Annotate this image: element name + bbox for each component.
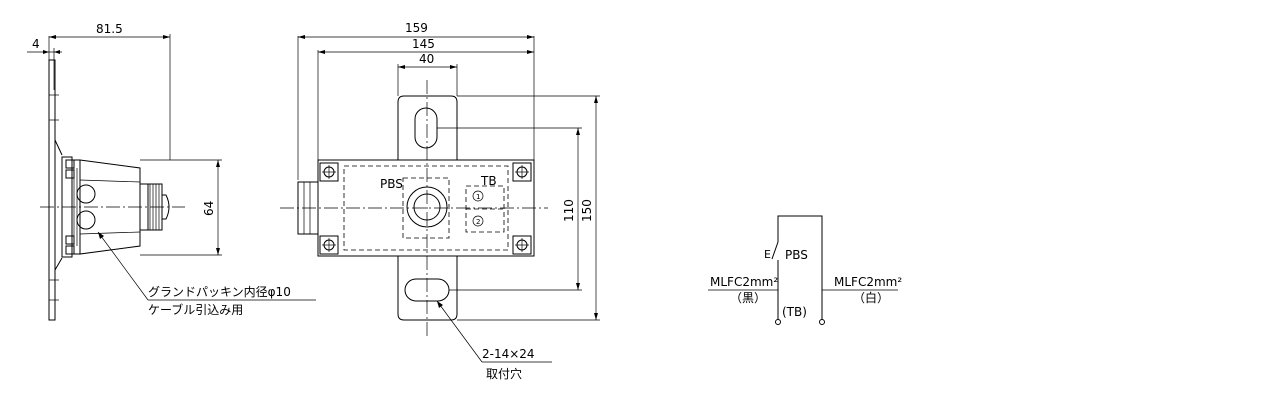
- terminal-white: [819, 319, 825, 325]
- bottom-bracket: [397, 256, 458, 321]
- corner-screw-tl: [319, 162, 339, 182]
- corner-screw-tr: [512, 162, 532, 182]
- top-bracket: [397, 95, 458, 160]
- dim-159: 159: [405, 21, 428, 35]
- terminal-2-screw: [472, 215, 484, 227]
- wiring-pbs-label: PBS: [785, 248, 808, 262]
- dim-64: 64: [202, 201, 216, 216]
- wiring-diagram: E PBS (TB) MLFC2mm² （黒） MLFC2mm² （白）: [708, 215, 902, 325]
- front-view: 159 145 40: [280, 21, 600, 381]
- pbs-label: PBS: [380, 177, 403, 191]
- tb-designation: (TB): [782, 305, 807, 319]
- cable-entry-note: ケーブル引込み用: [148, 302, 243, 317]
- pbs-switch-contact: [771, 241, 779, 260]
- dim-150: 150: [580, 199, 594, 222]
- left-wire-label: MLFC2mm²: [710, 275, 778, 289]
- pbs-outline: [402, 177, 450, 239]
- terminal-1-screw: [472, 190, 484, 202]
- wiring-loop: [777, 215, 823, 320]
- side-view: 81.5 4: [27, 22, 316, 321]
- side-body: [79, 159, 141, 255]
- dim-81-5: 81.5: [96, 22, 123, 36]
- terminal-2-label: 2: [476, 218, 480, 226]
- tb-label: TB: [480, 174, 497, 188]
- right-wire-color: （白）: [853, 290, 889, 305]
- side-screw-top: [76, 184, 96, 204]
- top-mounting-hole: [414, 107, 438, 149]
- terminal-1-label: 1: [476, 193, 480, 201]
- side-screw-bottom: [76, 210, 96, 230]
- gland-packing-note: グランドパッキン内径φ10: [148, 285, 291, 299]
- left-wire-color: （黒）: [730, 291, 766, 305]
- enclosure-inner-outline: [343, 165, 509, 251]
- corner-screw-bl: [319, 235, 339, 255]
- dim-145: 145: [412, 37, 435, 51]
- dim-4: 4: [32, 37, 40, 51]
- switch-contact-label: E: [764, 248, 771, 261]
- dim-40: 40: [419, 52, 434, 66]
- right-wire-label: MLFC2mm²: [834, 275, 902, 289]
- mounting-bracket: [48, 59, 56, 321]
- dim-110: 110: [562, 199, 576, 222]
- corner-screw-br: [512, 235, 532, 255]
- mounting-hole-size: 2-14×24: [482, 347, 535, 361]
- mounting-hole-note: 取付穴: [486, 366, 522, 381]
- terminal-black: [775, 319, 781, 325]
